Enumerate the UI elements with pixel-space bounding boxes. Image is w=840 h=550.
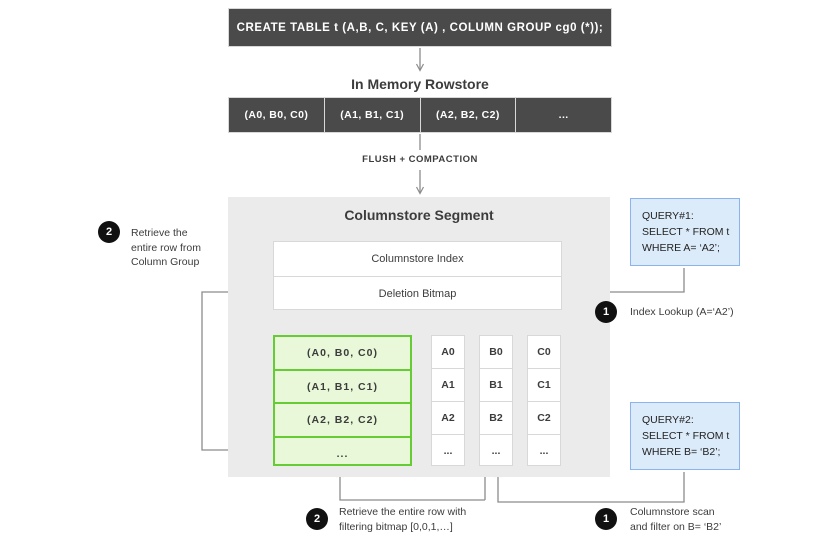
- column-stripe-c: C0 C1 C2 ...: [527, 335, 561, 466]
- flush-compaction-label: FLUSH + COMPACTION: [362, 154, 478, 165]
- rowstore-cell: ...: [558, 109, 569, 121]
- ddl-statement-text: CREATE TABLE t (A,B, C, KEY (A) , COLUMN…: [236, 21, 604, 34]
- column-cell: B2: [480, 402, 512, 435]
- column-stripe-a: A0 A1 A2 ...: [431, 335, 465, 466]
- segment-metadata-box: Columnstore Index Deletion Bitmap: [273, 241, 562, 310]
- query-2-line-2: SELECT * FROM t: [642, 430, 730, 442]
- note-retrieve-from-column-group: Retrieve the entire row from Column Grou…: [131, 226, 227, 270]
- query-1-line-2: SELECT * FROM t: [642, 226, 730, 238]
- step-badge-1-bottom: 1: [595, 508, 617, 530]
- in-memory-rowstore: (A0, B0, C0) (A1, B1, C1) (A2, B2, C2) .…: [228, 97, 612, 133]
- column-stripe-b: B0 B1 B2 ...: [479, 335, 513, 466]
- column-cell: ...: [539, 445, 549, 457]
- query-2-line-3: WHERE B= ‘B2’;: [642, 446, 721, 458]
- note-retrieve-with-filter-bitmap: Retrieve the entire row with filtering b…: [339, 505, 509, 534]
- column-group-row: ...: [336, 447, 349, 460]
- note-line-2: entire row from: [131, 241, 202, 254]
- column-cell: ...: [491, 445, 501, 457]
- note-columnstore-scan: Columnstore scan and filter on B= ‘B2’: [630, 505, 810, 534]
- column-group-row: (A2, B2, C2): [275, 404, 410, 439]
- column-group-row: (A1, B1, C1): [275, 371, 410, 405]
- rowstore-cell: (A1, B1, C1): [325, 98, 421, 132]
- step-badge-2-bottom: 2: [306, 508, 328, 530]
- note-line-2: filtering bitmap [0,0,1,…]: [339, 520, 453, 533]
- meta-divider: [274, 276, 561, 277]
- column-cell: C2: [528, 402, 560, 435]
- note-line-3: Column Group: [131, 256, 200, 268]
- note-line-2: and filter on B= ‘B2’: [630, 520, 722, 533]
- column-group-row: (A0, B0, C0): [275, 337, 410, 371]
- query-2-header: QUERY#2:: [642, 414, 694, 426]
- ddl-statement-bar: CREATE TABLE t (A,B, C, KEY (A) , COLUMN…: [228, 8, 612, 47]
- column-cell: B0: [480, 336, 512, 369]
- column-cell: A0: [432, 336, 464, 369]
- query-1-line-3: WHERE A= ‘A2’;: [642, 242, 720, 254]
- query-1-box: QUERY#1: SELECT * FROM t WHERE A= ‘A2’;: [630, 198, 740, 266]
- note-line-1: Retrieve the: [131, 227, 188, 239]
- note-line-1: Columnstore scan: [630, 506, 715, 518]
- note-line-1: Retrieve the entire row with: [339, 506, 467, 518]
- rowstore-cell: (A0, B0, C0): [229, 98, 325, 132]
- columnstore-index-row: Columnstore Index: [371, 253, 464, 265]
- rowstore-cell: (A2, B2, C2): [421, 98, 517, 132]
- column-group-box: (A0, B0, C0) (A1, B1, C1) (A2, B2, C2) .…: [273, 335, 412, 466]
- column-cell: C1: [528, 369, 560, 402]
- column-cell: B1: [480, 369, 512, 402]
- query-2-box: QUERY#2: SELECT * FROM t WHERE B= ‘B2’;: [630, 402, 740, 470]
- rowstore-title: In Memory Rowstore: [351, 76, 489, 92]
- step-badge-2-left: 2: [98, 221, 120, 243]
- column-cell: C0: [528, 336, 560, 369]
- deletion-bitmap-row: Deletion Bitmap: [378, 288, 457, 300]
- column-cell: A1: [432, 369, 464, 402]
- query-1-header: QUERY#1:: [642, 210, 694, 222]
- note-line-1: Index Lookup (A=‘A2’): [630, 306, 734, 318]
- column-cell: A2: [432, 402, 464, 435]
- step-badge-1-index-lookup: 1: [595, 301, 617, 323]
- column-cell: ...: [443, 445, 453, 457]
- columnstore-segment-title: Columnstore Segment: [344, 207, 494, 223]
- note-index-lookup: Index Lookup (A=‘A2’): [630, 305, 810, 320]
